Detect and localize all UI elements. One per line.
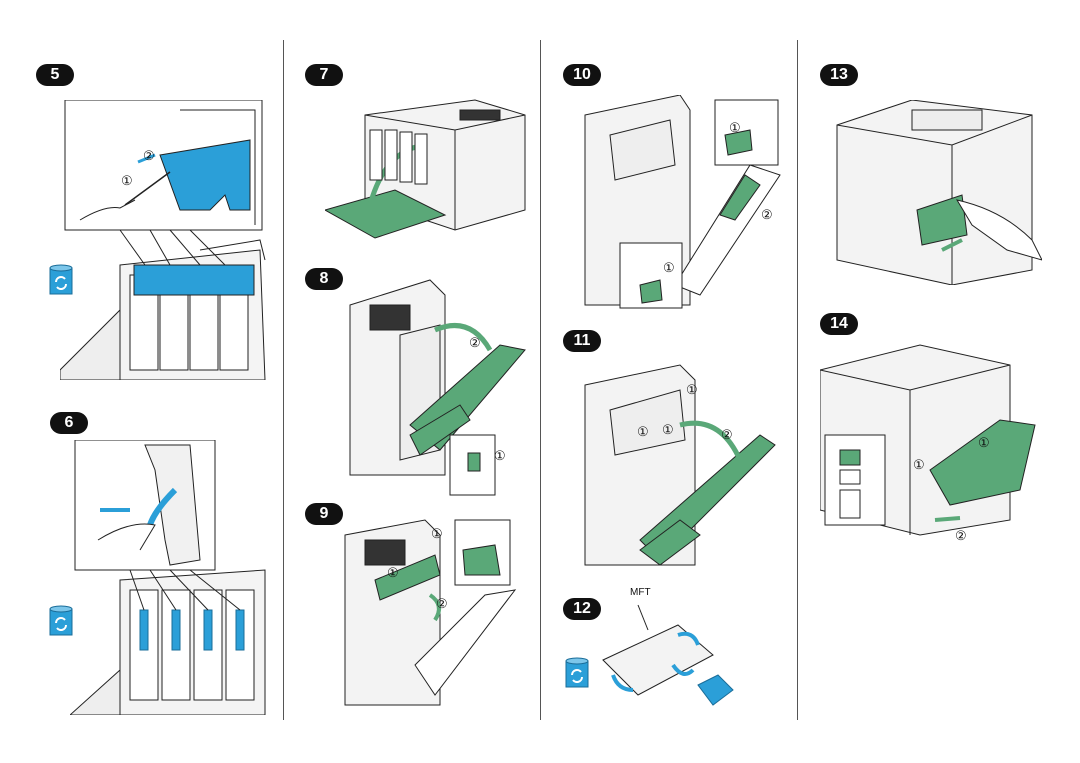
step-9-callout-1b: ①: [387, 565, 399, 580]
step-7-illustration: [325, 90, 530, 240]
step-7-badge: 7: [305, 64, 343, 86]
recycle-icon-2: [48, 603, 74, 637]
step-5-badge: 5: [36, 64, 74, 86]
step-5-illustration: [60, 100, 270, 380]
step-14-callout-1a: ①: [978, 435, 990, 450]
step-9-callout-1a: ①: [431, 526, 443, 541]
recycle-icon: [48, 262, 74, 296]
step-11-callout-1b: ①: [662, 422, 674, 437]
step-5-callout-2: ②: [143, 148, 155, 163]
step-10-badge: 10: [563, 64, 601, 86]
step-12-badge: 12: [563, 598, 601, 620]
step-12-illustration: [598, 600, 738, 710]
step-10-callout-1a: ①: [729, 120, 741, 135]
step-10-callout-1b: ①: [663, 260, 675, 275]
column-divider-1: [283, 40, 284, 720]
column-divider-2: [540, 40, 541, 720]
step-13-illustration: [832, 100, 1042, 285]
step-11-callout-1a: ①: [686, 382, 698, 397]
step-14-badge: 14: [820, 313, 858, 335]
step-6-illustration: [70, 440, 270, 715]
step-9-badge: 9: [305, 503, 343, 525]
step-5-callout-1: ①: [121, 173, 133, 188]
step-6-badge: 6: [50, 412, 88, 434]
step-8-callout-1: ①: [494, 448, 506, 463]
step-13-badge: 13: [820, 64, 858, 86]
column-divider-3: [797, 40, 798, 720]
step-14-callout-2: ②: [955, 528, 967, 543]
step-10-illustration: [580, 95, 785, 310]
step-11-callout-2: ②: [721, 427, 733, 442]
step-14-illustration: [820, 340, 1045, 540]
step-8-illustration: [340, 275, 530, 500]
step-11-badge: 11: [563, 330, 601, 352]
recycle-icon-3: [564, 655, 590, 689]
step-10-callout-2: ②: [761, 207, 773, 222]
step-11-callout-1c: ①: [637, 424, 649, 439]
step-11-illustration: [580, 360, 780, 570]
step-9-illustration: [335, 515, 520, 710]
step-14-callout-1b: ①: [913, 457, 925, 472]
step-8-badge: 8: [305, 268, 343, 290]
mft-label: MFT: [630, 587, 651, 598]
step-9-callout-2: ②: [436, 596, 448, 611]
step-8-callout-2: ②: [469, 335, 481, 350]
